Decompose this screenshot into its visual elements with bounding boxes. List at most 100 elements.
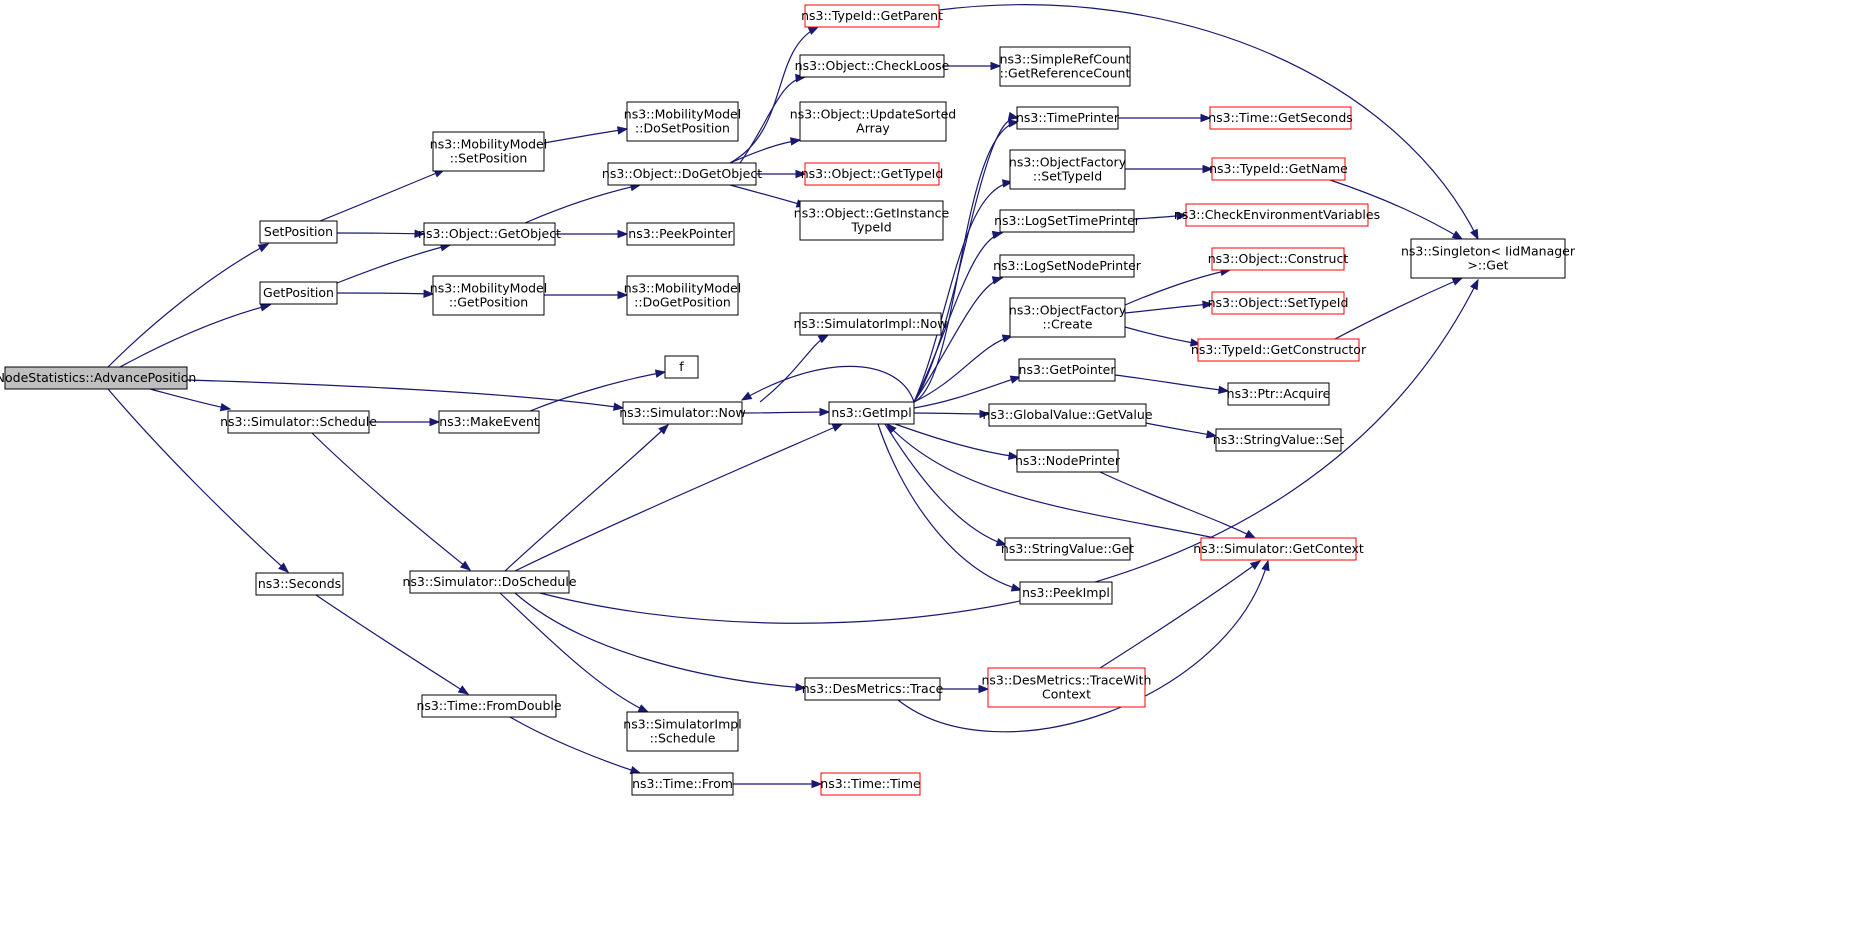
node-label: ns3::Time::Time: [820, 776, 921, 791]
node-schedule[interactable]: ns3::Simulator::Schedule: [220, 410, 377, 434]
edge-simnow-to-getimpl: [741, 407, 831, 417]
node-label: Array: [856, 121, 890, 136]
node-label: ns3::NodePrinter: [1015, 453, 1121, 468]
node-box: [622, 401, 743, 425]
node-makeevent[interactable]: ns3::MakeEvent: [438, 410, 540, 434]
node-obj-settypeid[interactable]: ns3::Object::SetTypeId: [1208, 291, 1349, 315]
node-logsetnode[interactable]: ns3::LogSetNodePrinter: [993, 254, 1142, 278]
node-mm-dogetpos[interactable]: ns3::MobilityModel::DoGetPosition: [624, 275, 741, 316]
node-box: [255, 572, 344, 596]
node-getpointer[interactable]: ns3::GetPointer: [1018, 358, 1117, 382]
node-obj-gettypeid[interactable]: ns3::Object::GetTypeId: [801, 162, 944, 186]
node-label: ::GetReferenceCount: [1000, 66, 1131, 81]
node-box: [1215, 428, 1342, 452]
node-label: ns3::TimePrinter: [1016, 110, 1120, 125]
call-edges: [107, 4, 1479, 789]
node-label: ns3::Object::DoGetObject: [602, 166, 762, 181]
node-obj-construct[interactable]: ns3::Object::Construct: [1208, 247, 1349, 271]
edge-setpos-to-mm_setpos: [319, 169, 446, 222]
node-label: ns3::TypeId::GetParent: [801, 8, 943, 23]
arrowhead-icon: [991, 276, 1004, 285]
node-label: TypeId: [850, 220, 891, 235]
node-peekimpl[interactable]: ns3::PeekImpl: [1019, 581, 1113, 605]
node-label: f: [679, 359, 684, 374]
edge-getimpl-to-nodeprinter: [894, 423, 1020, 460]
node-seconds[interactable]: ns3::Seconds: [255, 572, 344, 596]
node-box: [799, 312, 942, 336]
node-setpos[interactable]: SetPosition: [259, 220, 338, 244]
node-timeprinter[interactable]: ns3::TimePrinter: [1016, 106, 1120, 130]
node-label: ns3::DesMetrics::Trace: [802, 681, 944, 696]
node-box: [626, 711, 739, 752]
node-box: [1211, 157, 1346, 181]
node-label: ns3::Time::GetSeconds: [1208, 110, 1353, 125]
edge-logsettime-to-checkenv: [1133, 211, 1188, 221]
node-box: [259, 281, 338, 305]
node-box: [631, 772, 734, 796]
node-destrace[interactable]: ns3::DesMetrics::Trace: [802, 677, 944, 701]
node-checkloose[interactable]: ns3::Object::CheckLoose: [795, 54, 950, 78]
arrowhead-icon: [991, 230, 1004, 240]
arrowhead-icon: [795, 169, 807, 179]
node-label: ns3::MobilityModel: [624, 107, 741, 122]
node-getparent[interactable]: ns3::TypeId::GetParent: [801, 4, 943, 28]
arrowhead-icon: [1200, 113, 1212, 123]
node-advance[interactable]: NodeStatistics::AdvancePosition: [0, 366, 196, 390]
node-f[interactable]: f: [664, 355, 699, 379]
node-logsettime[interactable]: ns3::LogSetTimePrinter: [994, 209, 1141, 233]
node-getrefcount[interactable]: ns3::SimpleRefCount::GetReferenceCount: [999, 46, 1131, 87]
arrowhead-icon: [979, 409, 991, 419]
node-getobject[interactable]: ns3::Object::GetObject: [418, 222, 561, 246]
node-of-create[interactable]: ns3::ObjectFactory::Create: [1009, 297, 1127, 338]
node-fromdouble[interactable]: ns3::Time::FromDouble: [416, 694, 562, 718]
node-box: [432, 275, 545, 316]
node-mm-getpos[interactable]: ns3::MobilityModel::GetPosition: [430, 275, 547, 316]
node-getimpl[interactable]: ns3::GetImpl: [828, 401, 915, 425]
node-of-settypeid[interactable]: ns3::ObjectFactory::SetTypeId: [1009, 149, 1127, 190]
node-label: ns3::TypeId::GetName: [1209, 161, 1348, 176]
node-timetime[interactable]: ns3::Time::Time: [820, 772, 921, 796]
node-timefrom[interactable]: ns3::Time::From: [631, 772, 734, 796]
edge-getparent-to-singleton: [938, 4, 1479, 241]
arrowhead-icon: [423, 289, 435, 298]
node-peekpointer[interactable]: ns3::PeekPointer: [626, 222, 735, 246]
edge-of_settypeid-to-tid_getname: [1124, 164, 1214, 174]
edge-simnow-to-simimpl_now: [759, 334, 830, 403]
node-doschedule[interactable]: ns3::Simulator::DoSchedule: [402, 570, 577, 594]
node-nodeprinter[interactable]: ns3::NodePrinter: [1015, 449, 1121, 473]
node-simnow[interactable]: ns3::Simulator::Now: [619, 401, 746, 425]
node-getconstructor[interactable]: ns3::TypeId::GetConstructor: [1191, 338, 1367, 362]
edge-getimpl-to-logsettime: [913, 230, 1004, 403]
node-mm-dosetpos[interactable]: ns3::MobilityModel::DoSetPosition: [624, 101, 741, 142]
node-simimpl-sched[interactable]: ns3::SimulatorImpl::Schedule: [623, 711, 742, 752]
edge-of_create-to-getconstructor: [1124, 326, 1202, 347]
node-dogetobject[interactable]: ns3::Object::DoGetObject: [602, 162, 762, 186]
node-mm-setpos[interactable]: ns3::MobilityModel::SetPosition: [430, 131, 547, 172]
node-singleton[interactable]: ns3::Singleton< IidManager >::Get: [1401, 238, 1576, 279]
node-ptracquire[interactable]: ns3::Ptr::Acquire: [1227, 382, 1331, 406]
edge-advance-to-simnow: [186, 379, 625, 411]
arrowhead-icon: [1009, 375, 1022, 384]
node-label: ::DoGetPosition: [634, 295, 731, 310]
node-simimpl-now[interactable]: ns3::SimulatorImpl::Now: [793, 312, 948, 336]
node-checkenv[interactable]: ns3::CheckEnvironmentVariables: [1174, 203, 1380, 227]
node-label: ns3::SimulatorImpl::Now: [793, 316, 947, 331]
node-label: ::SetTypeId: [1033, 169, 1102, 184]
node-box: [1018, 358, 1116, 382]
node-sv-set[interactable]: ns3::StringValue::Set: [1213, 428, 1344, 452]
edge-getpointer-to-ptracquire: [1114, 374, 1230, 395]
node-tid-getname[interactable]: ns3::TypeId::GetName: [1209, 157, 1348, 181]
node-getcontext[interactable]: ns3::Simulator::GetContext: [1193, 537, 1364, 561]
node-getpos[interactable]: GetPosition: [259, 281, 338, 305]
node-box: [1185, 203, 1369, 227]
edge-seconds-to-fromdouble: [315, 594, 470, 695]
node-label: ns3::TypeId::GetConstructor: [1191, 342, 1367, 357]
edge-makeevent-to-f: [529, 369, 667, 412]
node-sv-get[interactable]: ns3::StringValue::Get: [1001, 537, 1134, 561]
node-getseconds[interactable]: ns3::Time::GetSeconds: [1208, 106, 1353, 130]
node-gv-getvalue[interactable]: ns3::GlobalValue::GetValue: [982, 403, 1153, 427]
